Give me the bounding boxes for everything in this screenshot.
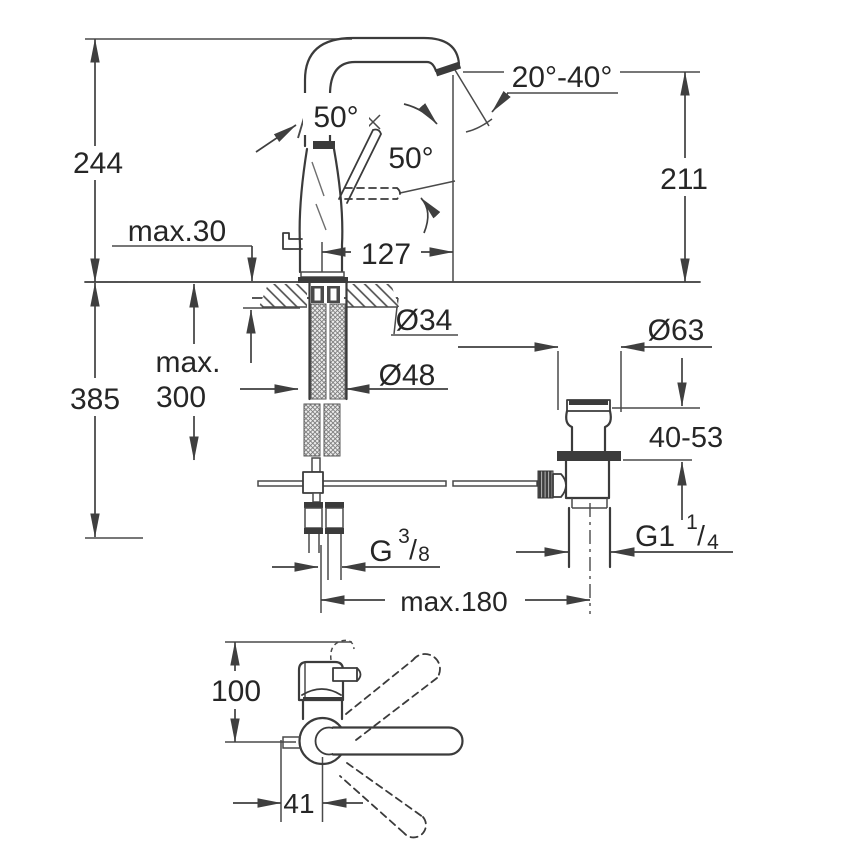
hose-length-label-line2: 300 (156, 381, 206, 414)
overall-height-label: 244 (73, 147, 123, 180)
drain-flange-diameter-label: Ø63 (648, 314, 705, 347)
spout-swivel-angle-label: 50° (313, 101, 358, 134)
rod-tee-fitting (302, 471, 324, 494)
side-lever (282, 232, 303, 250)
rod-adjuster-knurl (537, 470, 554, 499)
drain-dimension-lines (320, 342, 733, 613)
supply-thread-sub: 8 (418, 543, 430, 566)
waste-thread-label: G1 1 / 4 (635, 511, 719, 554)
deck-thickness-label: max.30 (128, 215, 226, 248)
below-deck-height-label: 385 (70, 383, 120, 416)
mounting-shank-and-hoses (257, 281, 538, 580)
drain-valve-body (537, 399, 621, 614)
waste-thread-base: G1 (635, 520, 675, 553)
lever-top-view (331, 726, 464, 756)
hole-diameter-label: Ø34 (396, 304, 453, 337)
waste-thread-sup: 1 (686, 511, 698, 534)
spout-offset-label: 41 (283, 788, 314, 819)
supply-thread-slash: / (409, 534, 417, 565)
drain-valve-view (320, 342, 733, 614)
spout-reach-label: 127 (361, 238, 411, 271)
supply-thread-sup: 3 (398, 525, 410, 548)
deck-cross-section (259, 284, 399, 308)
supply-hose-connectors (304, 502, 344, 580)
waste-thread-slash: / (697, 520, 705, 551)
lever-rotated-down (339, 762, 427, 839)
pop-up-rod (257, 480, 447, 487)
handle-angle-label: 50° (388, 142, 433, 175)
lever-rotated-up (345, 653, 441, 741)
base-diameter-label: Ø48 (379, 359, 436, 392)
dimension-labels: 244 max.30 50° 50° 20°-40° 211 127 Ø34 m… (60, 61, 736, 819)
handle-horizontal-position (344, 187, 401, 200)
spout-aerator-face (434, 61, 462, 77)
supply-thread-base: G (369, 535, 392, 568)
body-depth-label: 100 (211, 675, 261, 708)
outlet-height-label: 211 (660, 163, 708, 196)
plug-height-range-label: 40-53 (649, 422, 723, 454)
faucet-body (282, 36, 462, 283)
top-view-faucet (282, 639, 464, 839)
waste-thread-sub: 4 (707, 531, 719, 554)
top-view (225, 639, 464, 839)
rod-length-label: max.180 (400, 586, 507, 617)
supply-thread-label: G 3 / 8 (369, 525, 430, 568)
spout-tilt-range-label: 20°-40° (512, 61, 613, 94)
hose-length-label-line1: max. (155, 346, 220, 379)
